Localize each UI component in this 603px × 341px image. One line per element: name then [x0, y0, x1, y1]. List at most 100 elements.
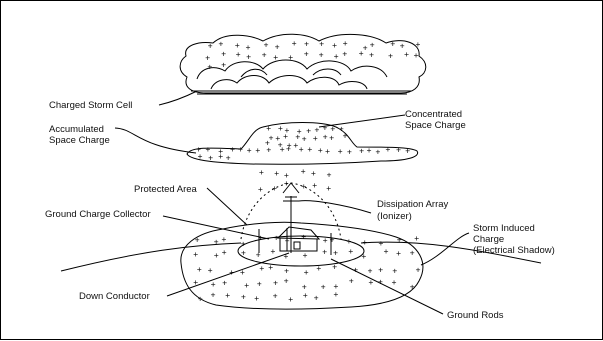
charge-symbol: +	[288, 53, 293, 62]
charge-symbol: +	[369, 51, 374, 60]
charge-symbol: +	[299, 145, 304, 154]
charge-symbol: +	[258, 185, 263, 194]
charge-symbol: +	[325, 147, 330, 156]
charge-symbol: +	[274, 169, 279, 178]
charge-symbol: +	[247, 146, 252, 155]
charge-symbol: +	[198, 295, 203, 304]
charge-symbol: +	[222, 248, 227, 257]
charge-symbol: +	[214, 251, 219, 260]
charge-symbol: +	[235, 41, 240, 50]
charge-symbol: +	[272, 184, 277, 193]
charge-symbol: +	[226, 153, 231, 162]
accumulated-space-charge-region: ++++++++++++++++++++++ +++++++++++++++++…	[187, 123, 418, 195]
charge-symbol: +	[414, 234, 419, 243]
charge-symbol: +	[288, 295, 293, 304]
charge-symbol: +	[410, 249, 415, 258]
charge-symbol: +	[304, 268, 309, 277]
charge-symbol: +	[326, 184, 331, 193]
charge-symbol: +	[211, 280, 216, 289]
charge-symbol: +	[400, 41, 405, 50]
charge-symbol: +	[334, 52, 339, 61]
charge-symbol: +	[205, 53, 210, 62]
charge-symbol: +	[343, 39, 348, 48]
charge-symbol: +	[293, 141, 298, 150]
band-charge-field: ++++++++++++++++++++++++++	[196, 145, 410, 163]
charge-symbol: +	[283, 132, 288, 141]
charge-symbol: +	[303, 291, 308, 300]
accumulated-space-charge-label: Accumulated Space Charge	[49, 124, 110, 146]
charge-symbol: +	[259, 168, 264, 177]
charge-symbol: +	[284, 267, 289, 276]
charge-symbol: +	[390, 39, 395, 48]
charge-symbol: +	[195, 236, 200, 245]
dissipation-array-label: Dissipation Array (Ionizer)	[377, 199, 451, 222]
charge-symbol: +	[275, 42, 280, 51]
charge-symbol: +	[307, 145, 312, 154]
charge-symbol: +	[256, 251, 261, 260]
charge-symbol: +	[329, 134, 334, 143]
charge-symbol: +	[333, 249, 338, 258]
charge-symbol: +	[221, 50, 226, 59]
concentrated-space-charge-label: Concentrated Space Charge	[405, 109, 466, 131]
charge-symbol: +	[392, 266, 397, 275]
charge-symbol: +	[396, 146, 401, 155]
protected-area-label: Protected Area	[134, 184, 198, 195]
charge-symbol: +	[370, 41, 375, 50]
charge-symbol: +	[361, 252, 366, 261]
charge-symbol: +	[193, 250, 198, 259]
charge-symbol: +	[262, 50, 267, 59]
charge-symbol: +	[225, 291, 230, 300]
charge-symbol: +	[323, 132, 328, 141]
charge-symbol: +	[414, 51, 419, 60]
funnel-charge-field: ++++++++++++	[258, 167, 332, 194]
charge-symbol: +	[257, 280, 262, 289]
charge-symbol: +	[313, 134, 318, 143]
charge-symbol: +	[266, 124, 271, 133]
charge-symbol: +	[246, 43, 251, 52]
charge-symbol: +	[342, 50, 347, 59]
charge-symbol: +	[208, 153, 213, 162]
charge-symbol: +	[359, 147, 364, 156]
charge-symbol: +	[330, 235, 335, 244]
charge-symbol: +	[386, 145, 391, 154]
charge-symbol: +	[198, 152, 203, 161]
ground-charge-collector-label: Ground Charge Collector	[45, 209, 151, 220]
charge-symbol: +	[405, 147, 410, 156]
charge-symbol: +	[304, 50, 309, 59]
charge-symbol: +	[284, 277, 289, 286]
charge-symbol: +	[349, 276, 354, 285]
down-conductor-label: Down Conductor	[79, 291, 150, 302]
charge-symbol: +	[244, 281, 249, 290]
charge-symbol: +	[376, 147, 381, 156]
charge-symbol: +	[264, 41, 269, 50]
charge-symbol: +	[236, 50, 241, 59]
charge-symbol: +	[208, 266, 213, 275]
charge-symbol: +	[222, 279, 227, 288]
charge-symbol: +	[292, 39, 297, 48]
charge-symbol: +	[323, 123, 328, 132]
charge-symbol: +	[255, 146, 260, 155]
peak-charge-field: ++++++++++++++++++++++	[265, 123, 348, 150]
charge-symbol: +	[318, 146, 323, 155]
charge-symbol: +	[254, 294, 259, 303]
charge-symbol: +	[302, 134, 307, 143]
charge-symbol: +	[397, 235, 402, 244]
charge-symbol: +	[392, 278, 397, 287]
charge-symbol: +	[197, 265, 202, 274]
charge-symbol: +	[211, 291, 216, 300]
charge-symbol: +	[322, 248, 327, 257]
charge-symbol: +	[306, 127, 311, 136]
charge-symbol: +	[396, 249, 401, 258]
charge-symbol: +	[416, 266, 421, 275]
charge-symbol: +	[343, 132, 348, 141]
charge-symbol: +	[314, 294, 319, 303]
charge-symbol: +	[273, 53, 278, 62]
charge-symbol: +	[319, 39, 324, 48]
charge-symbol: +	[416, 40, 421, 49]
charge-symbol: +	[301, 233, 306, 242]
charge-symbol: +	[334, 290, 339, 299]
charge-symbol: +	[332, 41, 337, 50]
ground-rods-label: Ground Rods	[447, 310, 504, 321]
